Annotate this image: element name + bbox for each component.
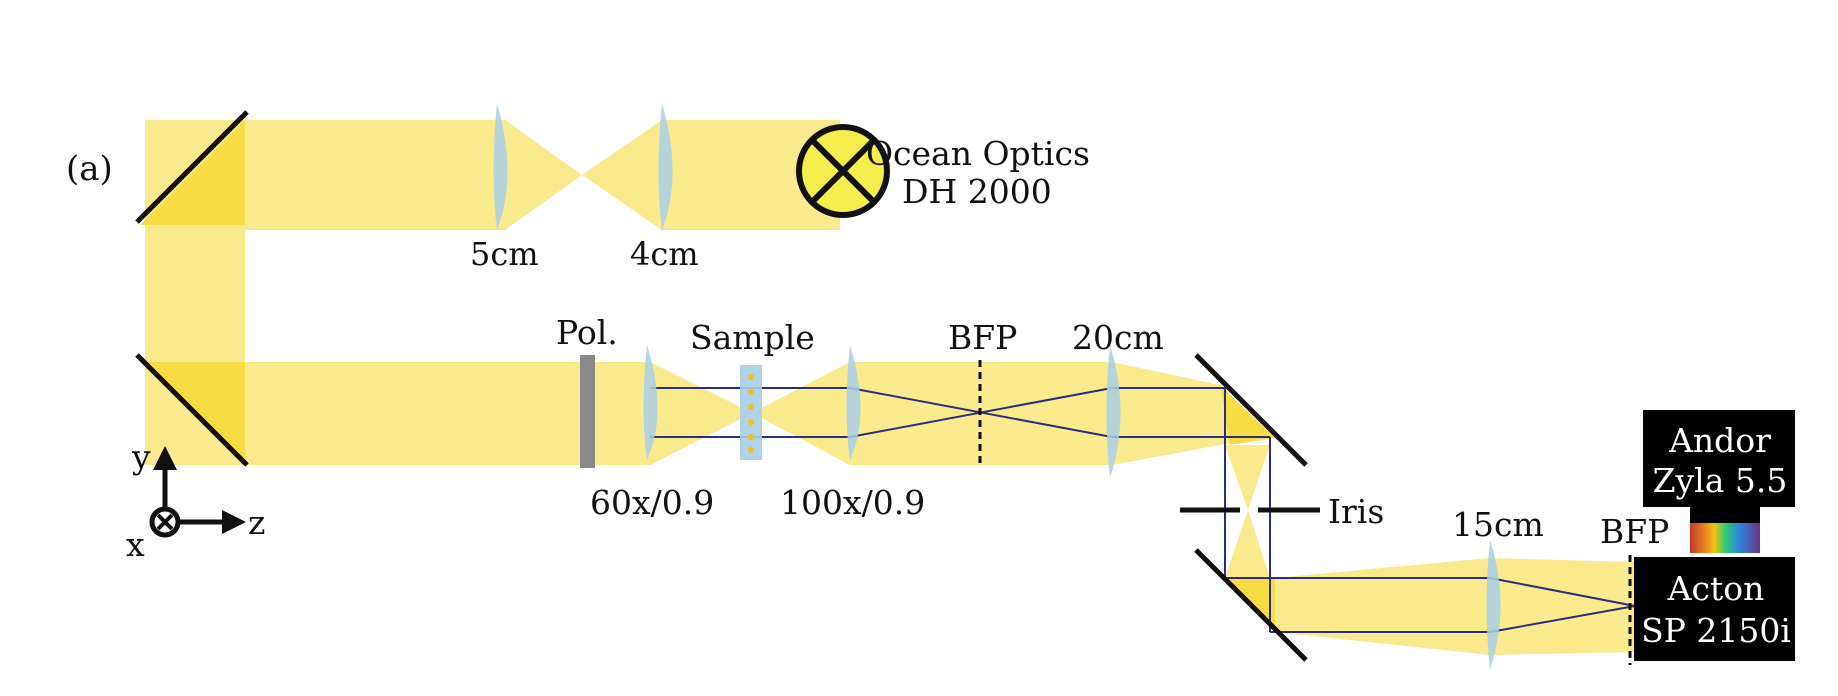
lens-label-100x: 100x/0.9 bbox=[780, 483, 925, 522]
axes-indicator bbox=[149, 446, 246, 538]
source-name: Ocean Optics bbox=[866, 134, 1090, 173]
beam-iris-down bbox=[1225, 445, 1270, 510]
lamp-cross-icon bbox=[796, 124, 890, 218]
camera-label-line1: Andor bbox=[1668, 421, 1771, 460]
polarizer-label: Pol. bbox=[556, 313, 618, 352]
particle bbox=[748, 374, 754, 380]
beam-iris-up bbox=[1225, 510, 1270, 578]
axis-label-z: z bbox=[248, 503, 265, 542]
beam-cone-sample-in bbox=[650, 362, 752, 465]
particle bbox=[748, 447, 754, 453]
particle bbox=[748, 419, 754, 425]
sample-label: Sample bbox=[690, 318, 815, 357]
spectrometer-box bbox=[1634, 557, 1795, 661]
beam-fold-top bbox=[140, 120, 245, 225]
beam-to-spectrometer bbox=[1490, 558, 1635, 655]
beam-cone-right bbox=[582, 120, 662, 230]
beam-cone-sample-out bbox=[752, 362, 850, 465]
mirrors bbox=[135, 110, 1308, 662]
panel-label: (a) bbox=[66, 149, 113, 189]
particle bbox=[748, 404, 754, 410]
camera-body bbox=[1643, 410, 1795, 507]
z-arrow-head bbox=[222, 510, 246, 534]
lenses bbox=[493, 103, 1501, 670]
mirror-bottom-left bbox=[135, 353, 249, 467]
camera-box bbox=[1643, 410, 1795, 553]
lens-100x bbox=[846, 345, 861, 460]
lens-4cm bbox=[658, 103, 673, 230]
beam-cone-left bbox=[505, 120, 582, 230]
axis-label-x: x bbox=[126, 525, 145, 564]
lens-label-20cm: 20cm bbox=[1072, 318, 1164, 357]
lamp-cross-b bbox=[809, 137, 877, 205]
lens-15cm bbox=[1486, 540, 1501, 670]
mirror-top-right bbox=[1194, 353, 1308, 467]
bfp-label-2: BFP bbox=[1600, 512, 1669, 551]
polarizer bbox=[580, 355, 595, 468]
lens-60x bbox=[643, 345, 658, 460]
y-arrow-head bbox=[153, 446, 177, 470]
lens-label-60x: 60x/0.9 bbox=[590, 483, 714, 522]
x-axis-cross-b bbox=[156, 513, 174, 531]
spectrometer-label-line1: Acton bbox=[1667, 569, 1765, 608]
ray-focus-upper bbox=[1489, 577, 1636, 607]
lens-label-4cm: 4cm bbox=[630, 235, 699, 273]
mirror-top-left bbox=[135, 110, 249, 224]
sample-particles bbox=[748, 374, 754, 453]
spectrometer-label-line2: SP 2150i bbox=[1641, 611, 1791, 650]
beam-to-15cm bbox=[1275, 558, 1490, 655]
lens-20cm bbox=[1106, 345, 1121, 478]
beam-fold-right-top bbox=[1220, 385, 1275, 445]
lens-5cm bbox=[493, 103, 508, 230]
axis-label-y: y bbox=[131, 437, 151, 476]
ray-focus-lower bbox=[1489, 605, 1636, 633]
source-model: DH 2000 bbox=[902, 172, 1052, 211]
particle bbox=[748, 434, 754, 440]
beam-top-left bbox=[245, 120, 507, 230]
lens-label-15cm: 15cm bbox=[1452, 505, 1544, 544]
camera-mount bbox=[1690, 507, 1760, 523]
camera-label-line2: Zyla 5.5 bbox=[1653, 461, 1788, 500]
iris-label: Iris bbox=[1328, 492, 1384, 531]
lens-label-5cm: 5cm bbox=[470, 235, 539, 273]
bfp-label-1: BFP bbox=[948, 318, 1017, 357]
spectrum-strip bbox=[1690, 523, 1760, 553]
beam-paths bbox=[140, 120, 1635, 655]
sample-slide bbox=[740, 365, 762, 460]
sample-holder bbox=[740, 365, 762, 460]
mirror-bottom-right bbox=[1194, 548, 1308, 662]
particle bbox=[748, 389, 754, 395]
